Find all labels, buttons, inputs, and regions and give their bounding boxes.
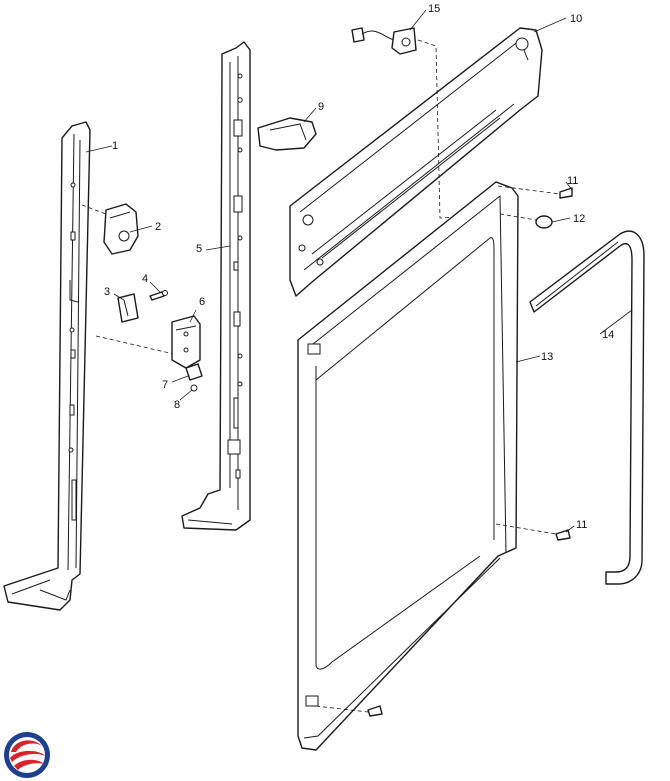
dash-part-11-top (497, 185, 561, 195)
dash-part-12 (499, 213, 537, 221)
callout-7: 7 (162, 379, 168, 391)
part-5-center-rail (181, 41, 251, 531)
swirl-logo-icon (4, 732, 50, 778)
part-11-screw-bottom (555, 529, 571, 541)
callout-13: 13 (541, 351, 553, 363)
callout-labels: 1 2 3 4 5 6 7 8 9 10 11 11 12 13 14 15 (104, 3, 614, 531)
part-1-left-rail (3, 121, 91, 611)
callout-8: 8 (174, 399, 180, 411)
part-10-top-panel (289, 27, 543, 297)
callout-15: 15 (428, 3, 440, 15)
part-screw-lower (367, 705, 383, 717)
part-7-tab (185, 363, 203, 381)
callout-5: 5 (196, 243, 202, 255)
callout-12: 12 (573, 213, 585, 225)
part-12-plug (535, 215, 553, 229)
callout-11-top: 11 (567, 175, 578, 187)
part-13-door-frame (297, 181, 519, 751)
dash-part-3 (95, 335, 175, 355)
callout-4: 4 (142, 273, 148, 285)
callout-10: 10 (570, 13, 582, 25)
part-2-bracket (103, 203, 139, 255)
callout-3: 3 (104, 286, 110, 298)
part-11-screw-top (559, 187, 573, 199)
part-9-top-hinge (257, 117, 317, 151)
callout-14: 14 (602, 329, 614, 341)
dash-part-2 (81, 204, 107, 215)
callout-1: 1 (112, 140, 118, 152)
part-14-gasket (529, 230, 645, 585)
dash-part-11-bottom (495, 523, 557, 535)
callout-2: 2 (155, 221, 161, 233)
part-8-pin (190, 384, 198, 392)
callout-9: 9 (318, 101, 324, 113)
part-4-screw (149, 290, 168, 301)
dash-screw-lower (315, 705, 369, 713)
part-6-hinge-bracket (171, 315, 201, 369)
callout-6: 6 (199, 296, 205, 308)
part-3-clip (117, 293, 139, 323)
part-15-wire-harness (351, 27, 417, 55)
callout-11-bottom: 11 (576, 519, 587, 531)
leader-lines (85, 9, 633, 533)
